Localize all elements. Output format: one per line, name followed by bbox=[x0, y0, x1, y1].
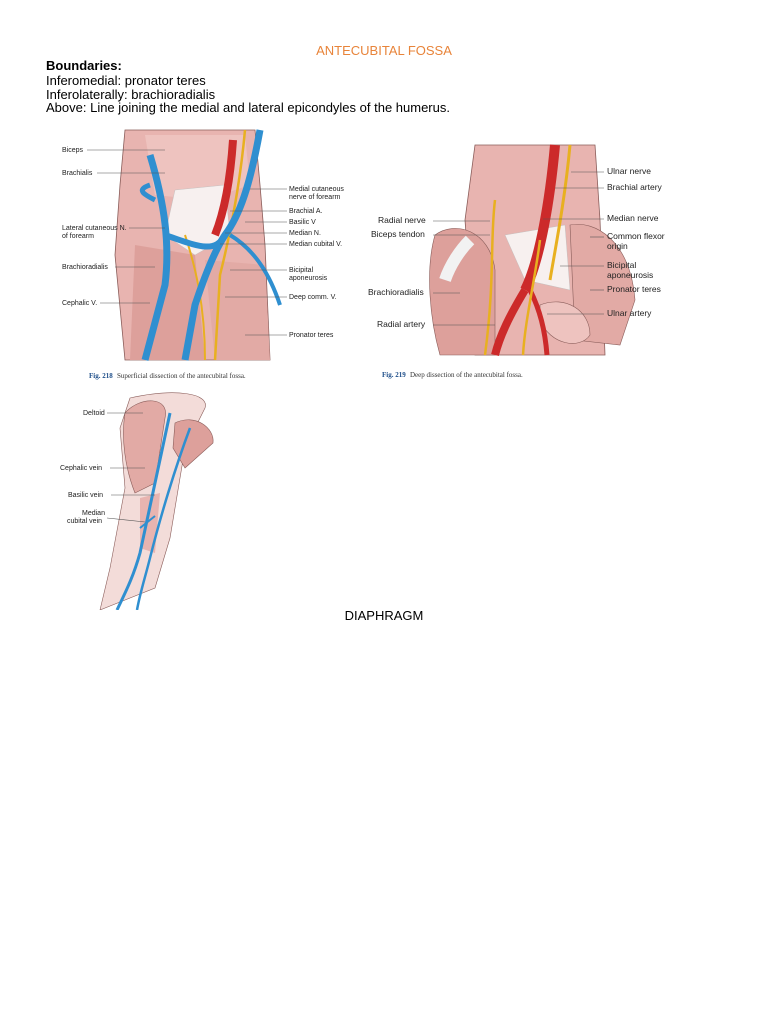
caption-number: Fig. 218 bbox=[89, 372, 113, 380]
caption-number: Fig. 219 bbox=[382, 371, 406, 379]
label-brachial-a: Brachial A. bbox=[289, 208, 323, 215]
label-cephalic-v: Cephalic V. bbox=[62, 300, 97, 307]
page-title: ANTECUBITAL FOSSA bbox=[316, 43, 452, 58]
label-basilic-v: Basilic V bbox=[289, 219, 316, 226]
label-median-n: Median N. bbox=[289, 230, 321, 237]
label-median-nerve: Median nerve bbox=[607, 213, 659, 223]
label-deltoid: Deltoid bbox=[83, 410, 105, 417]
boundary-line-1: Inferomedial: pronator teres bbox=[46, 73, 206, 88]
label-median-cubital-vein: Median bbox=[82, 510, 105, 517]
label-median-cubital-vein-2: cubital vein bbox=[67, 518, 102, 525]
label-ulnar-nerve: Ulnar nerve bbox=[607, 166, 651, 176]
label-biceps-tendon: Biceps tendon bbox=[371, 229, 425, 239]
label-brachialis: Brachialis bbox=[62, 170, 93, 177]
label-brachial-artery: Brachial artery bbox=[607, 182, 663, 192]
label-lateral-cutaneous-n: Lateral cutaneous N. bbox=[62, 225, 127, 232]
label-deep-comm-v: Deep comm. V. bbox=[289, 294, 337, 301]
figure-218-superficial-dissection: Biceps Brachialis Lateral cutaneous N. o… bbox=[55, 125, 375, 385]
caption-text: Deep dissection of the antecubital fossa… bbox=[410, 371, 523, 379]
label-medial-cutaneous-nerve: Medial cutaneous bbox=[289, 186, 344, 193]
boundaries-heading: Boundaries: bbox=[46, 58, 122, 73]
label-bicipital-aponeurosis-2: aponeurosis bbox=[289, 275, 328, 282]
label-basilic-vein: Basilic vein bbox=[68, 492, 103, 499]
caption-text: Superficial dissection of the antecubita… bbox=[117, 372, 246, 380]
figure-219-deep-dissection: Radial nerve Biceps tendon Brachioradial… bbox=[365, 140, 677, 385]
label-ulnar-artery: Ulnar artery bbox=[607, 308, 652, 318]
section-heading-diaphragm: DIAPHRAGM bbox=[344, 608, 424, 623]
label-cephalic-vein: Cephalic vein bbox=[60, 465, 102, 472]
label-biceps: Biceps bbox=[62, 147, 84, 154]
label-lateral-cutaneous-n-2: of forearm bbox=[62, 233, 94, 240]
label-median-cubital-v: Median cubital V. bbox=[289, 241, 342, 248]
label-radial-artery: Radial artery bbox=[377, 319, 426, 329]
label-bicipital-aponeurosis: Bicipital bbox=[289, 267, 314, 274]
label-bicipital-aponeurosis: Bicipital bbox=[607, 260, 636, 270]
label-common-flexor-origin-2: origin bbox=[607, 241, 628, 251]
label-bicipital-aponeurosis-2: aponeurosis bbox=[607, 270, 653, 280]
label-pronator-teres: Pronator teres bbox=[607, 284, 661, 294]
boundary-line-2: Inferolaterally: brachioradialis bbox=[46, 87, 216, 102]
figure-arm-superficial-veins: Deltoid Cephalic vein Basilic vein Media… bbox=[55, 388, 240, 610]
label-radial-nerve: Radial nerve bbox=[378, 215, 426, 225]
label-common-flexor-origin: Common flexor bbox=[607, 231, 665, 241]
boundary-line-3: Above: Line joining the medial and later… bbox=[46, 100, 450, 115]
label-brachioradialis: Brachioradialis bbox=[62, 264, 108, 271]
label-medial-cutaneous-nerve-2: nerve of forearm bbox=[289, 194, 341, 201]
label-pronator-teres: Pronator teres bbox=[289, 332, 334, 339]
label-brachioradialis: Brachioradialis bbox=[368, 287, 424, 297]
